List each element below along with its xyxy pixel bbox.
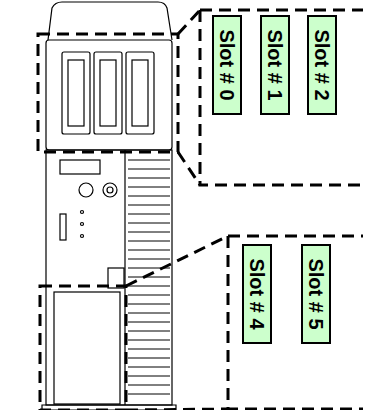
grille-slat	[128, 259, 170, 260]
grille-slat	[128, 232, 170, 233]
tower-body	[42, 2, 176, 410]
grille-slat	[128, 304, 170, 305]
slot-box: Slot # 0	[212, 15, 242, 115]
front-grille	[128, 160, 170, 394]
grille-slat	[128, 394, 170, 395]
grille-slat	[128, 322, 170, 323]
grille-slat	[128, 196, 170, 197]
grille-slat	[128, 286, 170, 287]
grille-slat	[128, 376, 170, 377]
grille-slat	[128, 178, 170, 179]
slot-label: Slot # 5	[306, 258, 326, 329]
slot-label: Slot # 0	[217, 29, 237, 100]
grille-slat	[128, 367, 170, 368]
grille-slat	[128, 169, 170, 170]
grille-slat	[128, 358, 170, 359]
grille-slat	[128, 241, 170, 242]
grille-slat	[128, 331, 170, 332]
grille-slat	[128, 214, 170, 215]
grille-slat	[128, 313, 170, 314]
grille-slat	[128, 250, 170, 251]
grille-slat	[128, 340, 170, 341]
grille-slat	[128, 223, 170, 224]
callout-frames	[38, 10, 363, 410]
slot-box: Slot # 2	[307, 15, 337, 115]
grille-slat	[128, 349, 170, 350]
grille-slat	[128, 277, 170, 278]
slot-box: Slot # 4	[242, 244, 272, 344]
slot-box: Slot # 1	[260, 15, 290, 115]
slot-label: Slot # 2	[312, 29, 332, 100]
slot-box: Slot # 5	[301, 244, 331, 344]
slot-label: Slot # 1	[265, 29, 285, 100]
slot-label: Slot # 4	[247, 258, 267, 329]
grille-slat	[128, 385, 170, 386]
grille-slat	[128, 205, 170, 206]
grille-slat	[128, 160, 170, 161]
grille-slat	[128, 295, 170, 296]
grille-slat	[128, 187, 170, 188]
